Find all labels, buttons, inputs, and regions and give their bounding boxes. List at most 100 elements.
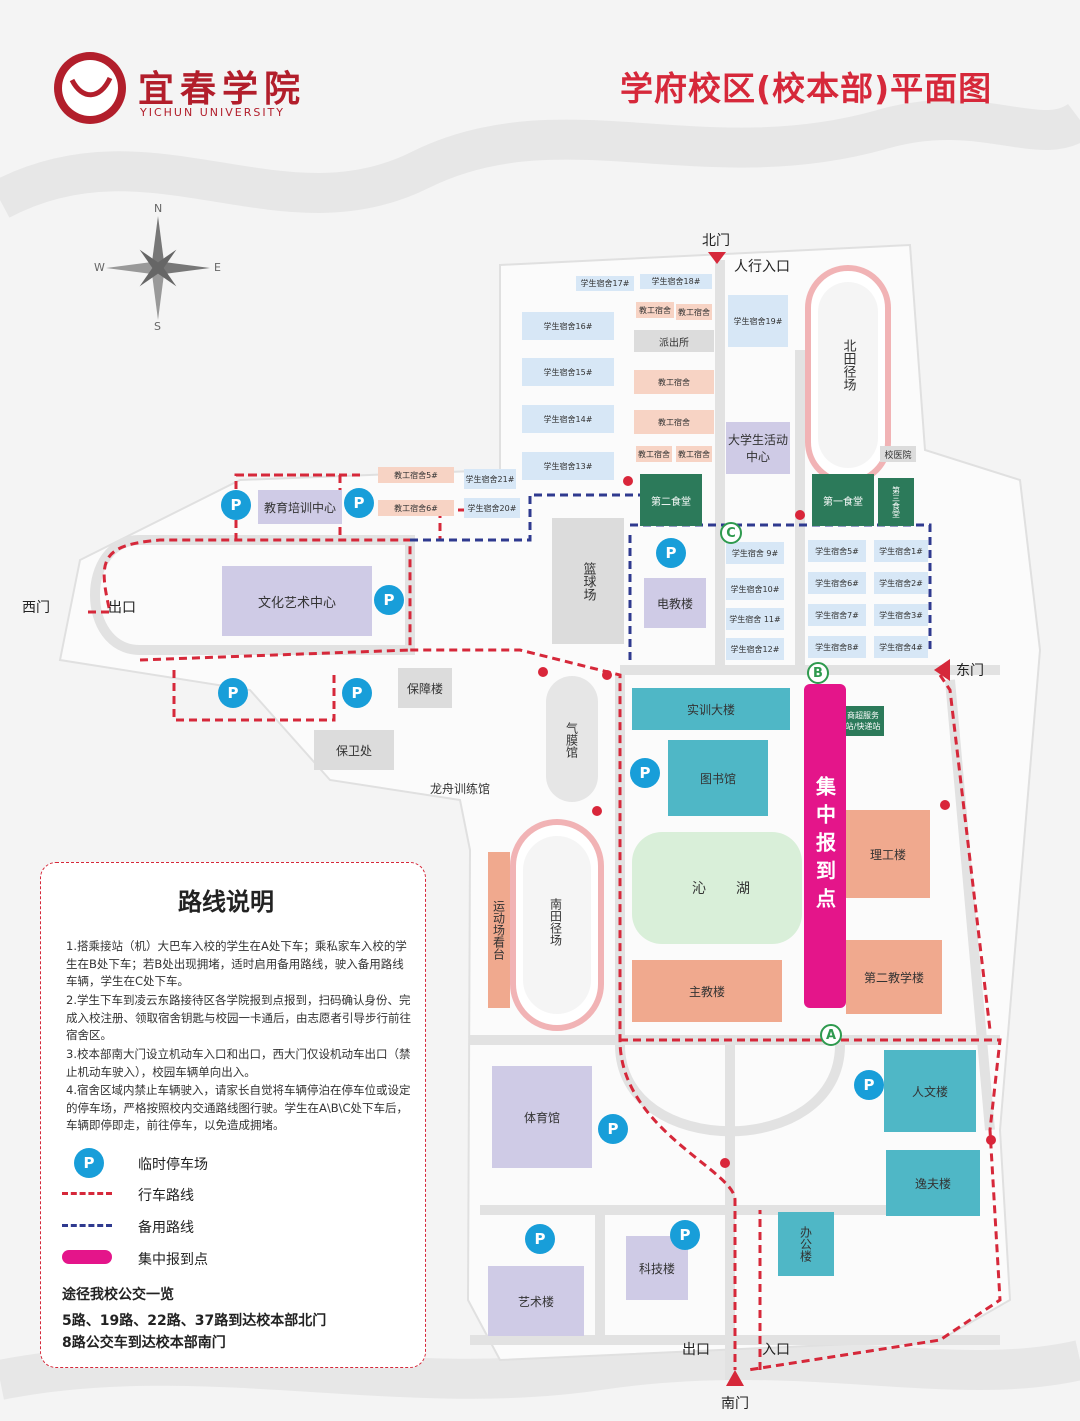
south-exit-label: 出口: [682, 1342, 710, 1358]
main-teaching-building: 主教楼: [632, 960, 782, 1022]
dorm-21: 学生宿舍21#: [464, 469, 516, 489]
culture-art-center: 文化艺术中心: [222, 566, 372, 636]
staff-dorm-d: 教工宿舍: [634, 410, 714, 434]
south-entry-label: 入口: [762, 1342, 790, 1358]
humanities-building: 人文楼: [884, 1050, 976, 1132]
north-gate-label: 北门: [702, 233, 730, 249]
teaching-building-2: 第二教学楼: [846, 940, 942, 1014]
parking-marker: P: [342, 678, 372, 708]
canteen-2: 第二食堂: [640, 474, 702, 526]
parking-marker: P: [344, 488, 374, 518]
lake-label-a: 沁: [692, 881, 706, 897]
bus-route-south: 8路公交车到达校本部南门: [62, 1335, 226, 1351]
parking-marker: P: [670, 1220, 700, 1250]
dorm-3: 学生宿舍3#: [874, 604, 928, 626]
legend-report-label: 集中报到点: [138, 1252, 208, 1268]
route-legend-panel: [40, 862, 426, 1368]
parking-marker: P: [598, 1114, 628, 1144]
dorm-14: 学生宿舍14#: [522, 405, 614, 433]
parking-marker: P: [854, 1070, 884, 1100]
parking-marker: P: [218, 678, 248, 708]
dorm-15: 学生宿舍15#: [522, 358, 614, 386]
gymnasium: 体育馆: [492, 1066, 592, 1168]
west-gate-label: 西门: [22, 600, 50, 616]
dorm-4: 学生宿舍4#: [874, 636, 928, 658]
dorm-17: 学生宿舍17#: [576, 276, 634, 291]
dorm-5: 学生宿舍5#: [808, 540, 866, 562]
practice-building: 实训大楼: [632, 688, 790, 730]
tech-building: 科技楼: [626, 1236, 688, 1300]
no-entry-icon: [538, 667, 548, 677]
art-building: 艺术楼: [488, 1266, 584, 1336]
police-station: 派出所: [634, 330, 714, 352]
central-report-point: 集中报到点: [804, 684, 846, 1008]
dorm-2: 学生宿舍2#: [874, 572, 928, 594]
stadium-stands: 运动场看台: [488, 852, 510, 1008]
staff-dorm-b: 教工宿舍: [676, 304, 712, 320]
legend-route-label: 行车路线: [138, 1188, 194, 1204]
legend-title: 路线说明: [178, 888, 274, 916]
north-athletic-field: 北田径场: [840, 339, 856, 391]
dorm-20: 学生宿舍20#: [464, 498, 520, 518]
dorm-9: 学生宿舍 9#: [726, 542, 784, 564]
dragon-boat-hall: 龙舟训练馆: [430, 782, 491, 796]
dorm-19: 学生宿舍19#: [728, 295, 788, 347]
clinic: 校医院: [880, 446, 916, 462]
bus-route-north: 5路、19路、22路、37路到达校本部北门: [62, 1313, 327, 1329]
legend-route-line: [62, 1192, 112, 1195]
staff-dorm-a: 教工宿舍: [636, 302, 674, 318]
no-entry-icon: [602, 670, 612, 680]
parking-marker: P: [525, 1224, 555, 1254]
student-activity-center: 大学生活动中心: [726, 422, 790, 474]
dorm-6: 学生宿舍6#: [808, 572, 866, 594]
compass-e: E: [214, 261, 221, 274]
staff-dorm-c: 教工宿舍: [634, 370, 714, 394]
education-training-center: 教育培训中心: [258, 490, 342, 524]
compass-w: W: [94, 261, 105, 274]
east-gate-label: 东门: [956, 663, 984, 679]
av-building: 电教楼: [644, 578, 706, 628]
parking-marker: P: [630, 758, 660, 788]
no-entry-icon: [720, 1158, 730, 1168]
dorm-16: 学生宿舍16#: [522, 312, 614, 340]
yifu-building: 逸夫楼: [886, 1150, 980, 1216]
compass-s: S: [154, 320, 161, 333]
dorm-11: 学生宿舍 11#: [726, 608, 784, 630]
drop-off-point-a: A: [820, 1024, 842, 1046]
staff-dorm-5: 教工宿舍5#: [378, 467, 454, 483]
west-exit-label: 出口: [108, 600, 136, 616]
no-entry-icon: [795, 510, 805, 520]
page-title: 学府校区(校本部)平面图: [620, 69, 993, 108]
parking-marker: P: [656, 538, 686, 568]
no-entry-icon: [592, 806, 602, 816]
legend-note-2: 2.学生下车到凌云东路接待区各学院报到点报到，扫码确认身份、完成入校注册、领取宿…: [66, 993, 411, 1042]
legend-note-1: 1.搭乘接站（机）大巴车入校的学生在A处下车；乘私家车入校的学生在B处下车；若B…: [66, 939, 407, 988]
legend-parking-icon: P: [74, 1148, 104, 1178]
pedestrian-entry-label: 人行入口: [734, 259, 790, 275]
dorm-10: 学生宿舍10#: [726, 578, 784, 600]
drop-off-point-b: B: [807, 662, 829, 684]
air-dome-hall: 气膜馆: [564, 722, 579, 758]
legend-report-swatch: [62, 1250, 112, 1264]
security-office: 保卫处: [314, 730, 394, 770]
legend-note-4: 4.宿舍区域内禁止车辆驶入，请家长自觉将车辆停泊在停车位或设定的停车场，严格按照…: [66, 1083, 411, 1132]
parking-marker: P: [221, 490, 251, 520]
legend-parking-label: 临时停车场: [138, 1157, 208, 1173]
dorm-7: 学生宿舍7#: [808, 604, 866, 626]
logo-english: YICHUN UNIVERSITY: [140, 106, 285, 119]
logo-chinese: 宜春学院: [138, 68, 307, 110]
canteen-1: 第一食堂: [812, 474, 874, 526]
dorm-13: 学生宿舍13#: [522, 452, 614, 480]
staff-dorm-f: 教工宿舍: [676, 446, 712, 462]
compass-n: N: [154, 202, 163, 215]
support-building: 保障楼: [398, 668, 452, 708]
drop-off-point-c: C: [720, 522, 742, 544]
no-entry-icon: [940, 800, 950, 810]
canteen-3: 第三食堂: [878, 478, 914, 526]
staff-dorm-6: 教工宿舍6#: [378, 500, 454, 516]
legend-backup-label: 备用路线: [138, 1220, 194, 1236]
legend-backup-line: [62, 1224, 112, 1227]
compass-rose: [106, 216, 210, 320]
no-entry-icon: [986, 1135, 996, 1145]
lake-label-b: 湖: [736, 881, 750, 897]
